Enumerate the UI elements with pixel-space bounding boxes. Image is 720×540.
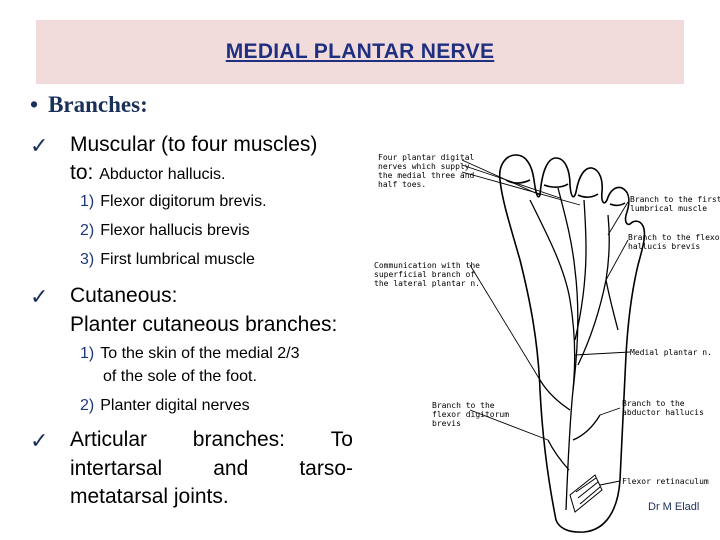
item-number: 1) bbox=[80, 345, 95, 362]
label-four-plantar-2: nerves which supply bbox=[378, 162, 470, 171]
flexor-retinaculum-shape bbox=[569, 474, 603, 513]
muscular-to: to: bbox=[70, 161, 94, 184]
cutaneous-line2: Planter cutaneous branches: bbox=[70, 313, 338, 336]
label-four-plantar-3: the medial three and bbox=[378, 171, 475, 180]
muscular-line1: Muscular (to four muscles) bbox=[70, 133, 318, 156]
articular-line1: Articular branches: To bbox=[70, 426, 353, 454]
cutaneous-item-1-cont: of the sole of the foot. bbox=[103, 368, 257, 385]
bullet-dot-icon: • bbox=[30, 92, 39, 117]
diagram-labels: Four plantar digital nerves which supply… bbox=[374, 153, 720, 486]
muscular-item-3: 3) First lumbrical muscle bbox=[80, 251, 255, 269]
muscular-item-1: 1) Flexor digitorum brevis. bbox=[80, 193, 267, 211]
muscular-abductor: Abductor hallucis. bbox=[99, 166, 226, 183]
item-text: Flexor hallucis brevis bbox=[100, 222, 250, 239]
label-flexor-digitorum-1: Branch to the bbox=[432, 401, 495, 410]
label-communication-3: the lateral plantar n. bbox=[374, 279, 480, 288]
item-number: 2) bbox=[80, 222, 95, 239]
checkmark-icon: ✓ bbox=[30, 133, 49, 158]
slide-title: MEDIAL PLANTAR NERVE bbox=[225, 40, 495, 63]
label-flexor-hallucis-1: Branch to the flexor bbox=[628, 233, 720, 242]
label-four-plantar-4: half toes. bbox=[378, 180, 426, 189]
label-medial-plantar: Medial plantar n. bbox=[630, 348, 712, 357]
label-flexor-hallucis-2: hallucis brevis bbox=[628, 242, 700, 251]
author-credit: Dr M Eladl bbox=[648, 501, 700, 513]
foot-outline bbox=[498, 154, 646, 533]
item-number: 2) bbox=[80, 397, 95, 414]
checkmark-icon: ✓ bbox=[30, 428, 49, 453]
branches-heading-text: Branches: bbox=[48, 92, 148, 117]
item-number: 1) bbox=[80, 193, 95, 210]
label-communication-2: superficial branch of bbox=[374, 270, 475, 279]
label-four-plantar-1: Four plantar digital bbox=[378, 153, 475, 162]
label-retinaculum: Flexor retinaculum bbox=[622, 477, 709, 486]
articular-line3: metatarsal joints. bbox=[70, 485, 229, 508]
label-abductor-1: Branch to the bbox=[622, 399, 685, 408]
nerve-branches bbox=[529, 187, 619, 511]
item-text: Flexor digitorum brevis. bbox=[100, 193, 267, 210]
articular-word: tarso- bbox=[299, 457, 353, 480]
item-text: First lumbrical muscle bbox=[100, 251, 255, 268]
articular-word: Articular bbox=[70, 428, 148, 451]
muscular-item-2: 2) Flexor hallucis brevis bbox=[80, 222, 250, 240]
articular-word: To bbox=[330, 428, 353, 451]
articular-word: and bbox=[213, 457, 249, 480]
leader-lines bbox=[461, 159, 631, 486]
label-first-lumbrical-1: Branch to the first bbox=[630, 195, 720, 204]
checkmark-icon: ✓ bbox=[30, 284, 49, 309]
articular-line2: intertarsal and tarso- bbox=[70, 455, 353, 483]
cutaneous-item-1: 1) To the skin of the medial 2/3 bbox=[80, 345, 299, 363]
muscular-line2: to: Abductor hallucis. bbox=[70, 159, 226, 189]
cutaneous-line1: Cutaneous: bbox=[70, 284, 178, 307]
item-text: Planter digital nerves bbox=[100, 397, 250, 414]
articular-word: intertarsal bbox=[70, 457, 163, 480]
cutaneous-item-2: 2) Planter digital nerves bbox=[80, 397, 250, 415]
label-flexor-digitorum-3: brevis bbox=[432, 419, 461, 428]
label-first-lumbrical-2: lumbrical muscle bbox=[630, 204, 707, 213]
label-abductor-2: abductor hallucis bbox=[622, 408, 704, 417]
title-banner: MEDIAL PLANTAR NERVE bbox=[36, 20, 684, 84]
item-number: 3) bbox=[80, 251, 95, 268]
label-flexor-digitorum-2: flexor digitorum bbox=[432, 410, 509, 419]
label-communication-1: Communication with the bbox=[374, 261, 480, 270]
item-text: To the skin of the medial 2/3 bbox=[100, 345, 300, 362]
foot-nerve-diagram: Four plantar digital nerves which supply… bbox=[374, 153, 720, 533]
articular-word: branches: bbox=[192, 428, 286, 451]
branches-heading: • Branches: bbox=[30, 92, 148, 118]
